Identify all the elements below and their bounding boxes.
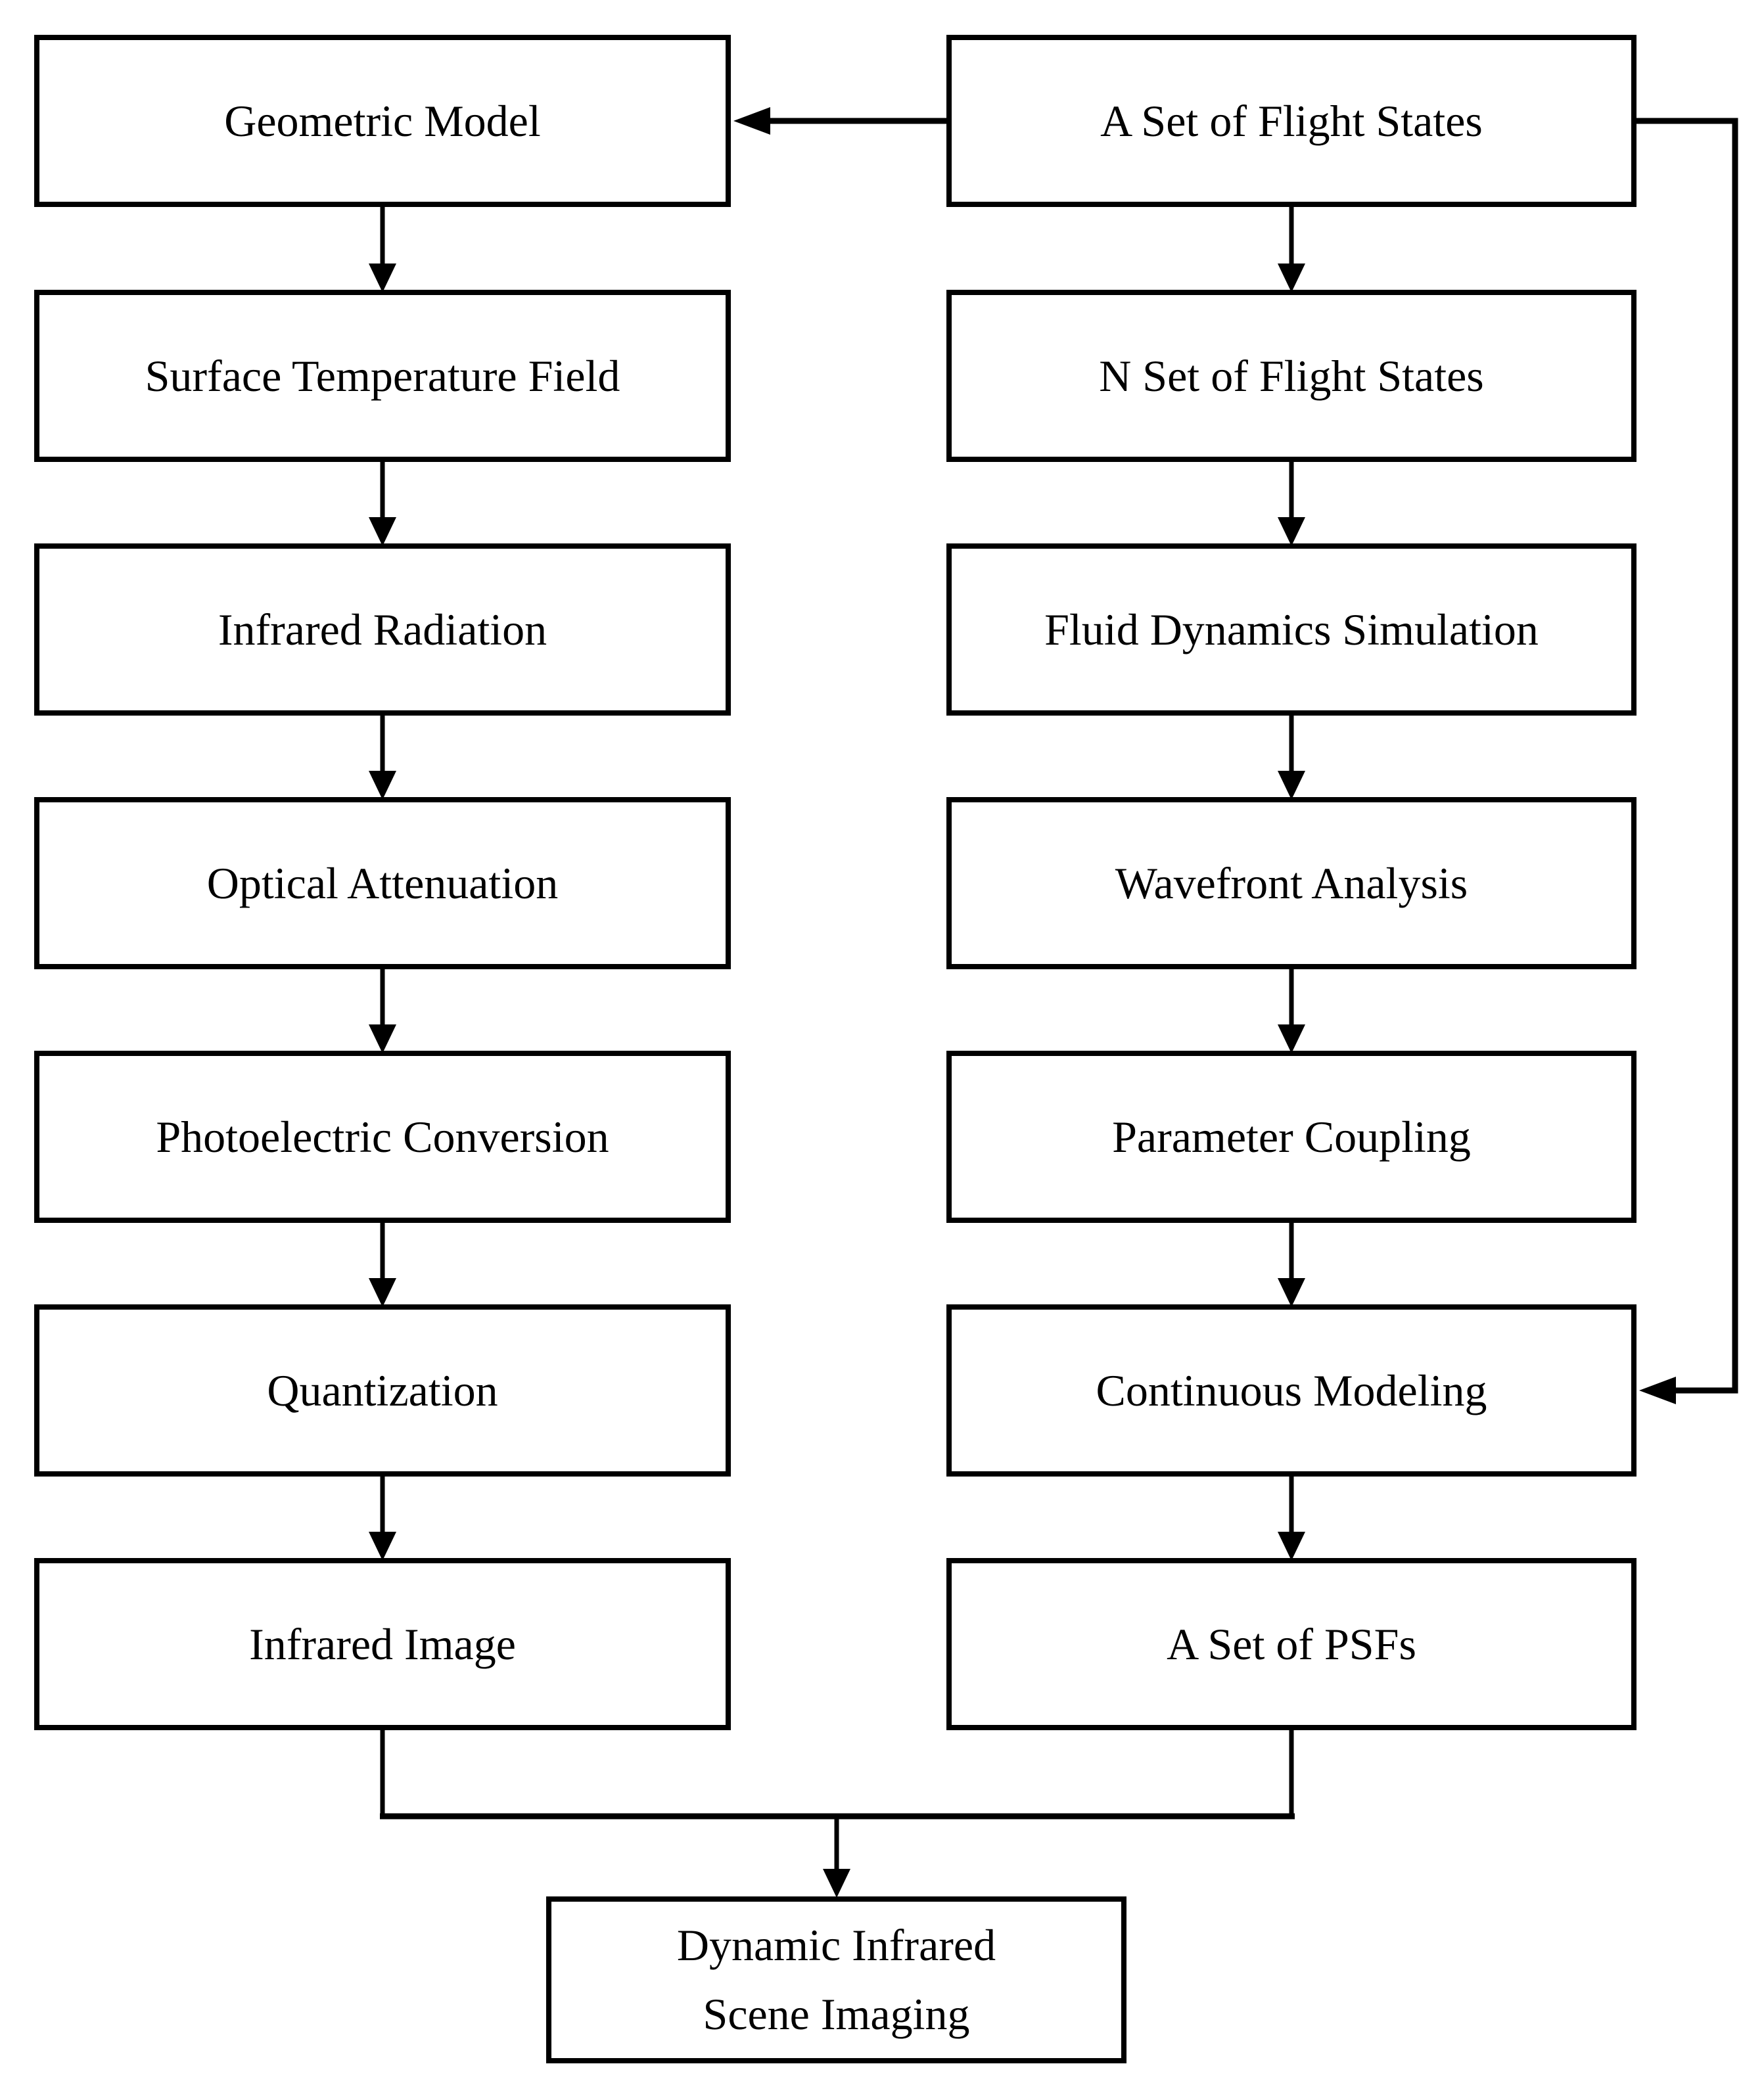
arrow-route-continuous-head [1639,1377,1676,1404]
arrow-fluid-to-wavefront-head [1278,771,1305,800]
node-label: Fluid Dynamics Simulation [1044,604,1539,654]
route-flightstates-to-continuous [1636,118,1738,1394]
node-photoelectric-conversion: Photoelectric Conversion [34,1051,731,1223]
node-a-set-of-psfs: A Set of PSFs [946,1558,1636,1730]
arrow-surface-to-infraredradiation-head [369,517,396,546]
node-wavefront-analysis: Wavefront Analysis [946,797,1636,969]
node-continuous-modeling: Continuous Modeling [946,1304,1636,1477]
arrow-nset-to-fluid-head [1278,517,1305,546]
arrow-wavefront-to-parameter-head [1278,1024,1305,1053]
arrow-merge-to-dynamic-head [823,1869,850,1898]
arrow-flightstates-to-geometric-head [733,107,770,135]
node-optical-attenuation: Optical Attenuation [34,797,731,969]
node-label: Geometric Model [224,95,541,146]
arrow-quantization-to-infraredimage-head [369,1532,396,1561]
arrow-infraredradiation-to-optical-head [369,771,396,800]
node-label: Photoelectric Conversion [156,1111,609,1162]
node-label-line2: Scene Imaging [703,1989,970,2039]
node-surface-temperature-field: Surface Temperature Field [34,290,731,462]
node-label: Infrared Radiation [218,604,547,654]
node-label: Continuous Modeling [1096,1365,1487,1415]
node-infrared-image: Infrared Image [34,1558,731,1730]
arrow-parameter-to-continuous-head [1278,1278,1305,1307]
node-label: Quantization [267,1365,498,1415]
node-label: N Set of Flight States [1099,350,1484,401]
node-infrared-radiation: Infrared Radiation [34,543,731,716]
node-quantization: Quantization [34,1304,731,1477]
node-label: Surface Temperature Field [145,350,620,401]
node-label: A Set of PSFs [1167,1618,1416,1669]
arrow-continuous-to-psfs-head [1278,1532,1305,1561]
node-label: Wavefront Analysis [1115,858,1468,908]
node-a-set-of-flight-states: A Set of Flight States [946,35,1636,207]
node-label-line1: Dynamic Infrared [676,1919,996,1970]
arrow-aset-to-nset-head [1278,264,1305,292]
node-label: Parameter Coupling [1112,1111,1471,1162]
node-label: Optical Attenuation [206,858,559,908]
node-label: A Set of Flight States [1100,95,1483,146]
node-dynamic-infrared-scene-imaging: Dynamic Infrared Scene Imaging [546,1896,1126,2063]
node-parameter-coupling: Parameter Coupling [946,1051,1636,1223]
node-fluid-dynamics-simulation: Fluid Dynamics Simulation [946,543,1636,716]
arrow-geometric-to-surface-head [369,264,396,292]
arrow-optical-to-photoelectric-head [369,1024,396,1053]
node-label: Infrared Image [249,1618,516,1669]
arrow-photoelectric-to-quantization-head [369,1278,396,1307]
node-n-set-of-flight-states: N Set of Flight States [946,290,1636,462]
node-geometric-model: Geometric Model [34,35,731,207]
